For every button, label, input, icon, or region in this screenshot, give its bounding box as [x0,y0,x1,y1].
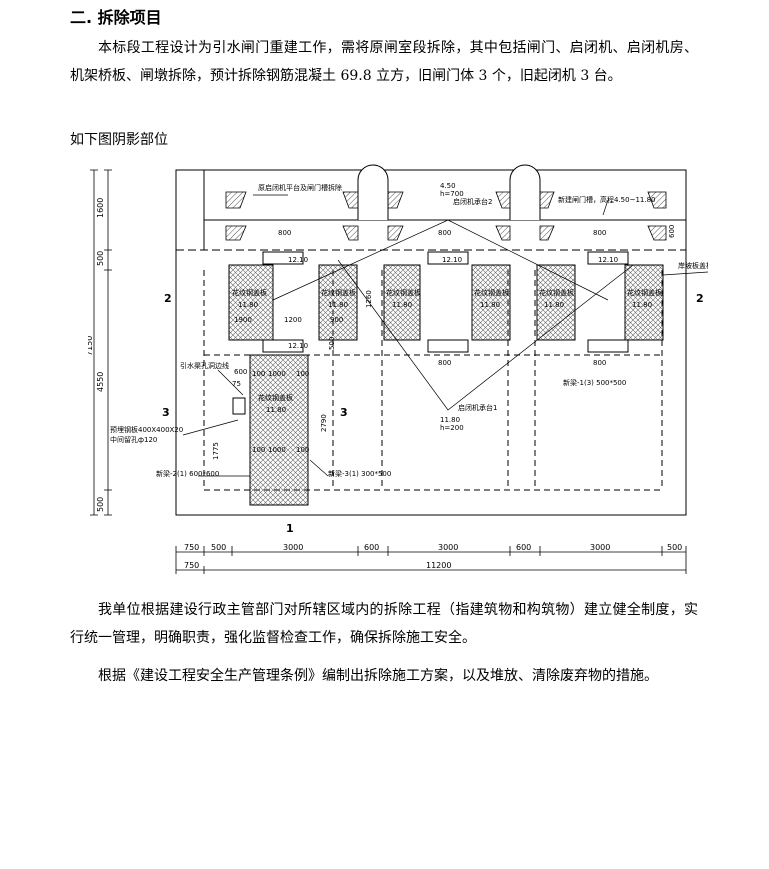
note-new-beam3: 新梁-3(1) 300*500 [328,469,391,478]
dim-1775: 1775 [212,442,220,460]
bdim-3000a: 3000 [283,543,303,552]
bdim-750: 750 [184,543,199,552]
dim-4550: 4550 [96,372,105,392]
dim-800-4: 800 [438,359,451,367]
dim-800-3: 800 [593,229,606,237]
elev-slab-2: 11.80 [328,301,348,309]
dim-600-w: 600 [234,368,247,376]
plan-outline [175,169,687,516]
demolition-plan-drawing: 1600 500 4550 500 7150 750 500 3000 600 … [88,164,708,574]
intro-paragraph: 本标段工程设计为引水闸门重建工作，需将原闸室段拆除，其中包括闸门、启闭机、启闭机… [70,40,698,84]
bdim-750b: 750 [184,561,199,570]
note-grout: 中间留孔ф120 [110,435,157,444]
elev-top: 4.50 [440,182,456,190]
elev-slab-4: 11.80 [480,301,500,309]
bottom-dimensions [175,546,687,574]
dim-100-b: 100 [296,370,309,378]
note-old-platform: 原启闭机平台及闸门槽拆除 [258,183,342,192]
note-intake: 引水渠孔洞边线 [180,361,229,370]
bdim-3000c: 3000 [590,543,610,552]
elev-pier-1: 12.10 [288,256,308,264]
slab-label-2: 花纹钢盖板 [321,288,356,297]
section-mark-3-right: 3 [340,406,348,419]
dim-100-c: 100 [252,446,265,454]
bdim-600a: 600 [364,543,379,552]
dim-800-2: 800 [438,229,451,237]
elev-slab-1: 11.80 [238,301,258,309]
elev-pier-3: 12.10 [598,256,618,264]
section-mark-3-left: 3 [162,406,170,419]
dim-500-top: 500 [96,251,105,266]
elev-slab-5: 11.80 [544,301,564,309]
bdim-11200: 11200 [426,561,451,570]
gate-slot-hatches [225,191,667,241]
section-mark-1: 1 [286,522,294,535]
bdim-3000b: 3000 [438,543,458,552]
dim-2790: 2790 [320,414,328,432]
dim-7150: 7150 [88,336,94,356]
elev-slab-6: 11.80 [632,301,652,309]
dim-1000-b: 1000 [268,446,286,454]
slab-label-5: 花纹钢盖板 [539,288,574,297]
dim-500-bottom: 500 [96,497,105,512]
dim-1200: 1200 [284,316,302,324]
elev-bottom-h: h=200 [440,424,464,432]
leader-lines [182,194,708,477]
left-dimensions [90,169,112,516]
note-shoreline: 岸坡板盖板、铺设钢盖板 [678,261,708,270]
note-embedded: 预埋钢板400X400X20 [110,425,183,434]
dim-800-1: 800 [278,229,291,237]
dim-500-h: 500 [328,337,336,350]
bdim-600b: 600 [516,543,531,552]
elev-slab-3: 11.80 [392,301,412,309]
dim-1600: 1600 [96,198,105,218]
elev-pier-2: 12.10 [442,256,462,264]
dim-800-5: 800 [593,359,606,367]
note-new-beam2: 新梁-2(1) 600*600 [156,469,219,478]
bdim-500b: 500 [667,543,682,552]
dim-1260: 1260 [365,290,373,308]
slab-label-1: 花纹钢盖板 [232,288,267,297]
elev-slab-7: 11.80 [266,406,286,414]
management-paragraph: 我单位根据建设行政主管部门对所辖区域内的拆除工程（指建筑物和构筑物）建立健全制度… [70,602,698,646]
section-mark-2-left: 2 [164,292,172,305]
slab-label-3: 花纹钢盖板 [386,288,421,297]
elev-pier-4: 12.10 [288,342,308,350]
slab-label-4: 花纹钢盖板 [474,288,509,297]
dim-100-d: 100 [296,446,309,454]
bdim-500a: 500 [211,543,226,552]
dim-900: 900 [330,316,343,324]
slab-label-6: 花纹钢盖板 [627,288,662,297]
section-title: 二. 拆除项目 [70,8,162,27]
note-new-gate-slot: 新建闸门槽，高程4.50~11.80 [558,195,656,204]
section-mark-2-right: 2 [696,292,704,305]
slab-label-7: 花纹钢盖板 [258,393,293,402]
note-new-beam1: 新梁-1(3) 500*500 [563,378,626,387]
dim-100-a: 100 [252,370,265,378]
note-beam2: 启闭机承台2 [453,197,492,206]
note-beam1: 启闭机承台1 [458,403,497,412]
dim-75: 75 [232,380,241,388]
regulation-paragraph: 根据《建设工程安全生产管理条例》编制出拆除施工方案，以及堆放、清除废弃物的措施。 [98,668,658,684]
steel-plates [228,264,664,506]
dim-1900: 1900 [234,316,252,324]
dim-600-h: 600 [668,225,676,238]
pier-heads [357,164,541,220]
elev-top-h: h=700 [440,190,464,198]
figure-caption: 如下图阴影部位 [70,132,168,148]
cap-boxes [232,251,629,415]
dim-1000-a: 1000 [268,370,286,378]
elev-bottom: 11.80 [440,416,460,424]
